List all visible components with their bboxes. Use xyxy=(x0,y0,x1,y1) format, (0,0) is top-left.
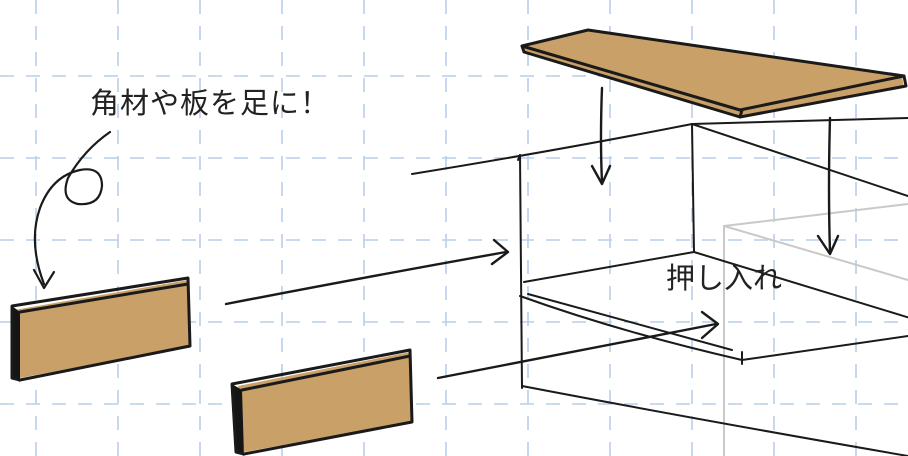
leg-board-left xyxy=(10,276,192,382)
arrow-right-lower xyxy=(436,310,720,380)
arrow-down-left xyxy=(590,86,612,186)
leg-board-right xyxy=(230,348,414,456)
arrow-down-right xyxy=(816,116,840,256)
back-cabinet-outline xyxy=(723,203,908,456)
closet-frame xyxy=(411,117,908,456)
legs-note-label: 角材や板を足に！ xyxy=(90,86,331,120)
curly-pointer-arrow xyxy=(32,130,112,290)
top-board xyxy=(520,28,908,119)
arrow-right-upper xyxy=(224,238,510,306)
closet-label: 押し入れ xyxy=(666,261,783,295)
